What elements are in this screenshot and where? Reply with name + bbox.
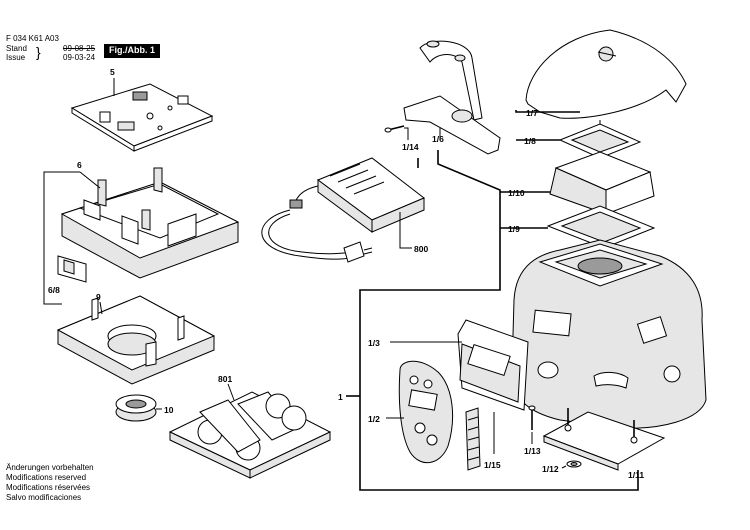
- label-1-7: 1/7: [526, 108, 538, 118]
- part-801-battery-pack: [168, 391, 332, 479]
- main-laser-body: [511, 239, 707, 429]
- stand-date: 09-08-25: [63, 44, 96, 53]
- part-1-9-gasket: [546, 205, 656, 249]
- label-1-15: 1/15: [484, 460, 501, 470]
- part-10-adjust-ring: [115, 394, 157, 422]
- label-6-8: 6/8: [48, 285, 60, 295]
- label-10: 10: [164, 405, 174, 415]
- part-1-6-handle-bracket: [403, 40, 501, 155]
- part-1-8-gasket: [558, 123, 642, 159]
- figure-label: Fig./Abb. 1: [104, 44, 160, 58]
- label-801: 801: [218, 374, 232, 384]
- note-fr: Modifications réservées: [6, 483, 91, 492]
- part-800-charger: [261, 157, 425, 263]
- label-1-14: 1/14: [402, 142, 419, 152]
- note-es: Salvo modificaciones: [6, 493, 82, 502]
- part-1-7-top-cap: [525, 29, 687, 119]
- label-1-3: 1/3: [368, 338, 380, 348]
- part-1-10-glass-housing: [549, 151, 655, 215]
- part-1-13-screw: [528, 405, 536, 430]
- part-1-2-keypad-label: [398, 360, 454, 463]
- label-9: 9: [96, 292, 101, 302]
- part-1-14-screw: [384, 125, 405, 133]
- label-1-11: 1/11: [628, 470, 644, 480]
- part-1-15-mesh-strip: [465, 407, 481, 471]
- document-number: F 034 K61 A03: [6, 34, 59, 43]
- issue-date: 09-03-24: [63, 53, 96, 62]
- label-1-9: 1/9: [508, 224, 520, 234]
- label-1-12: 1/12: [542, 464, 559, 474]
- part-1-12-washer: [566, 460, 582, 468]
- issue-label: Issue: [6, 53, 26, 62]
- label-1-2: 1/2: [368, 414, 380, 424]
- stand-label: Stand: [6, 44, 27, 53]
- note-de: Änderungen vorbehalten: [6, 463, 94, 472]
- part-9-base-frame: [56, 295, 216, 385]
- part-6-8-clip: [57, 255, 87, 283]
- modifications-notice: Änderungen vorbehalten Modifications res…: [6, 463, 94, 503]
- label-800: 800: [414, 244, 428, 254]
- part-5-circuit-board: [70, 83, 214, 152]
- label-1-6: 1/6: [432, 134, 444, 144]
- label-1-10: 1/10: [508, 188, 525, 198]
- label-1-8: 1/8: [524, 136, 536, 146]
- header-brace: }: [36, 44, 41, 60]
- part-6-upper-housing: [60, 167, 240, 279]
- label-1: 1: [338, 392, 343, 402]
- label-6: 6: [77, 160, 82, 170]
- part-1-11-base-plate: [542, 408, 666, 471]
- note-en: Modifications reserved: [6, 473, 87, 482]
- part-1-3-display-unit: [457, 319, 529, 411]
- label-1-13: 1/13: [524, 446, 541, 456]
- label-5: 5: [110, 67, 115, 77]
